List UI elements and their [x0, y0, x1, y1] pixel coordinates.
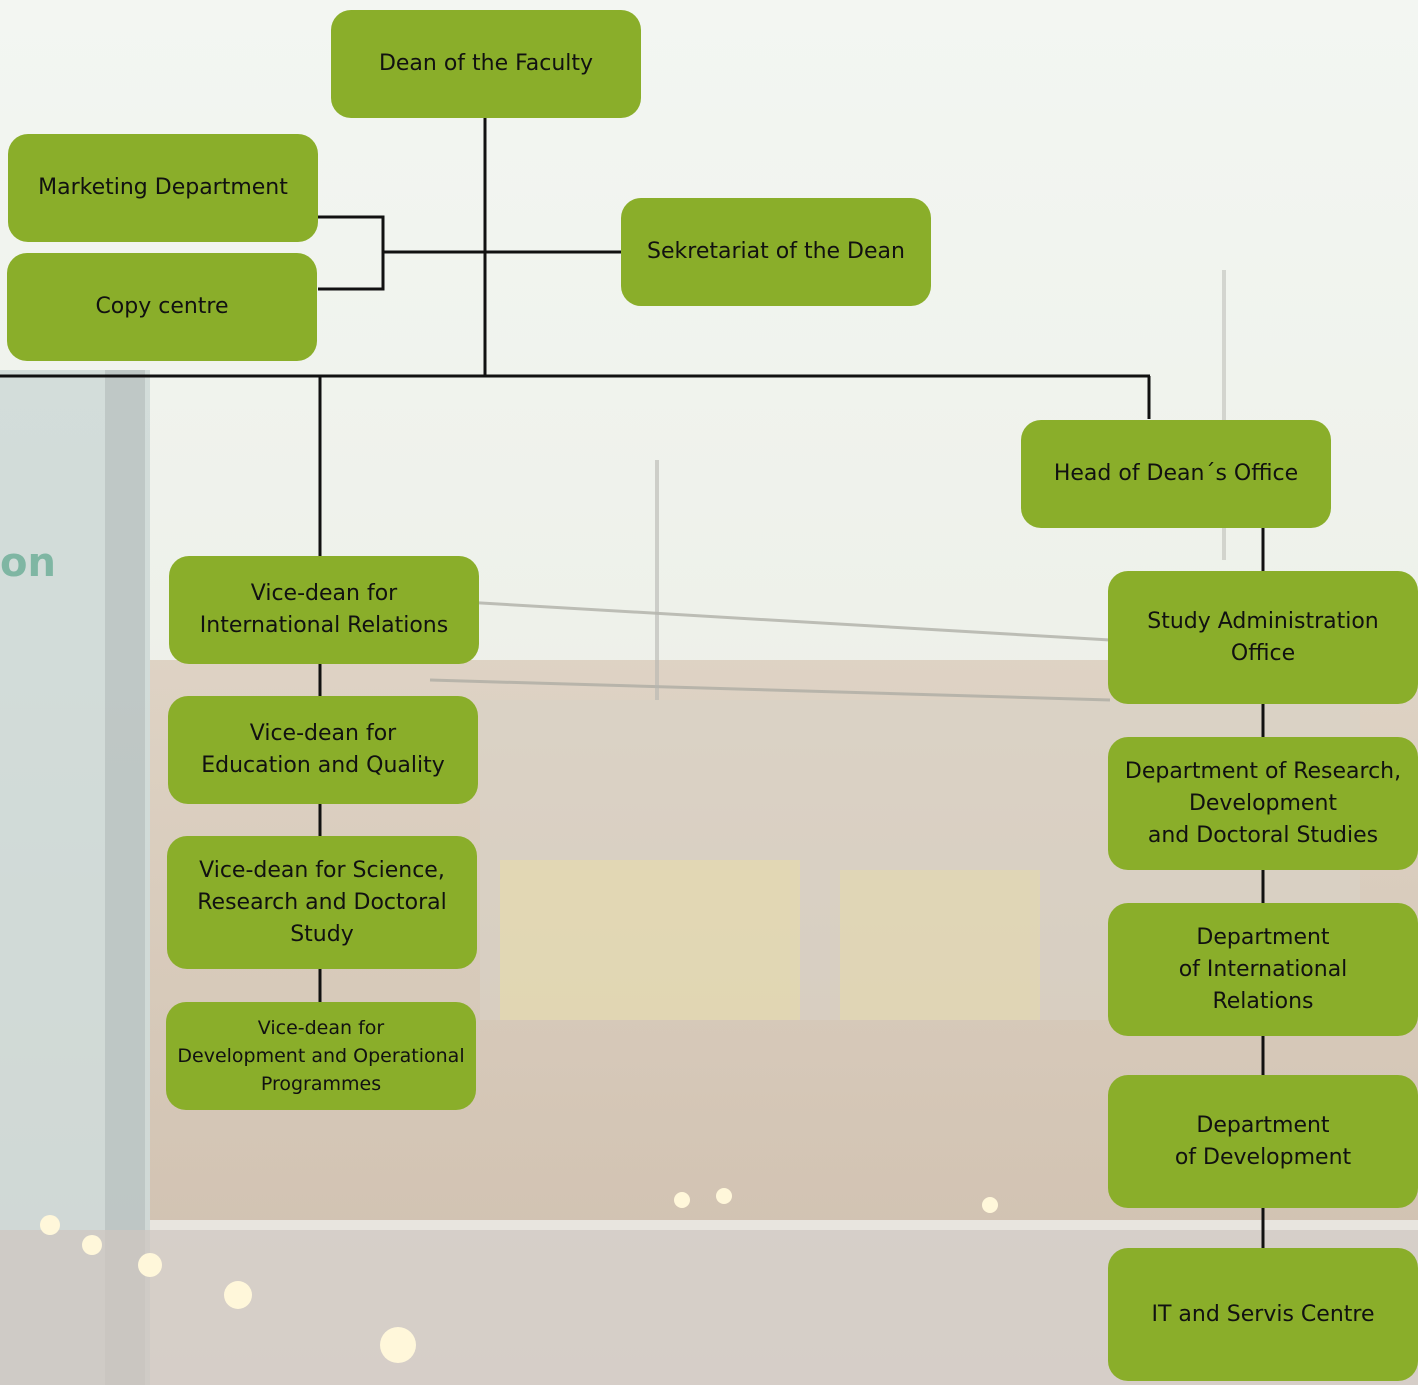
- node-dean-of-faculty: Dean of the Faculty: [331, 10, 641, 118]
- node-vice-dean-science-label: Vice-dean for Science, Research and Doct…: [197, 857, 447, 947]
- node-it-servis-centre: IT and Servis Centre: [1108, 1248, 1418, 1381]
- node-vice-dean-education: Vice-dean for Education and Quality: [168, 696, 478, 804]
- node-secretariat-label: Sekretariat of the Dean: [647, 239, 905, 264]
- node-dean-of-faculty-label: Dean of the Faculty: [378, 51, 594, 76]
- node-vice-dean-international-label: Vice-dean for International Relations: [199, 581, 449, 638]
- node-secretariat: Sekretariat of the Dean: [621, 198, 931, 306]
- node-dept-international-relations-label: Department of International Relations: [1178, 924, 1348, 1014]
- node-dept-international-relations: Department of International Relations: [1108, 903, 1418, 1036]
- node-vice-dean-international: Vice-dean for International Relations: [169, 556, 479, 664]
- node-dept-development-label: Department of Development: [1174, 1112, 1352, 1170]
- node-vice-dean-development: Vice-dean for Development and Operationa…: [166, 1002, 476, 1110]
- node-vice-dean-science: Vice-dean for Science, Research and Doct…: [167, 836, 477, 969]
- node-copy-centre: Copy centre: [7, 253, 317, 361]
- node-copy-centre-label: Copy centre: [95, 294, 229, 319]
- node-study-administration-office-label: Study Administration Office: [1147, 608, 1379, 666]
- node-it-servis-centre-label: IT and Servis Centre: [1151, 1301, 1375, 1327]
- node-head-of-deans-office: Head of Dean´s Office: [1021, 420, 1331, 528]
- node-vice-dean-development-label: Vice-dean for Development and Operationa…: [177, 1017, 465, 1095]
- node-marketing-department-label: Marketing Department: [38, 175, 288, 200]
- node-study-administration-office: Study Administration Office: [1108, 571, 1418, 704]
- node-dept-research-development: Department of Research, Development and …: [1108, 737, 1418, 870]
- node-vice-dean-education-label: Vice-dean for Education and Quality: [201, 721, 445, 778]
- node-head-of-deans-office-label: Head of Dean´s Office: [1053, 461, 1299, 486]
- node-dept-research-development-label: Department of Research, Development and …: [1124, 758, 1402, 848]
- node-dept-development: Department of Development: [1108, 1075, 1418, 1208]
- node-marketing-department: Marketing Department: [8, 134, 318, 242]
- background-sign-fragment: on: [0, 540, 56, 586]
